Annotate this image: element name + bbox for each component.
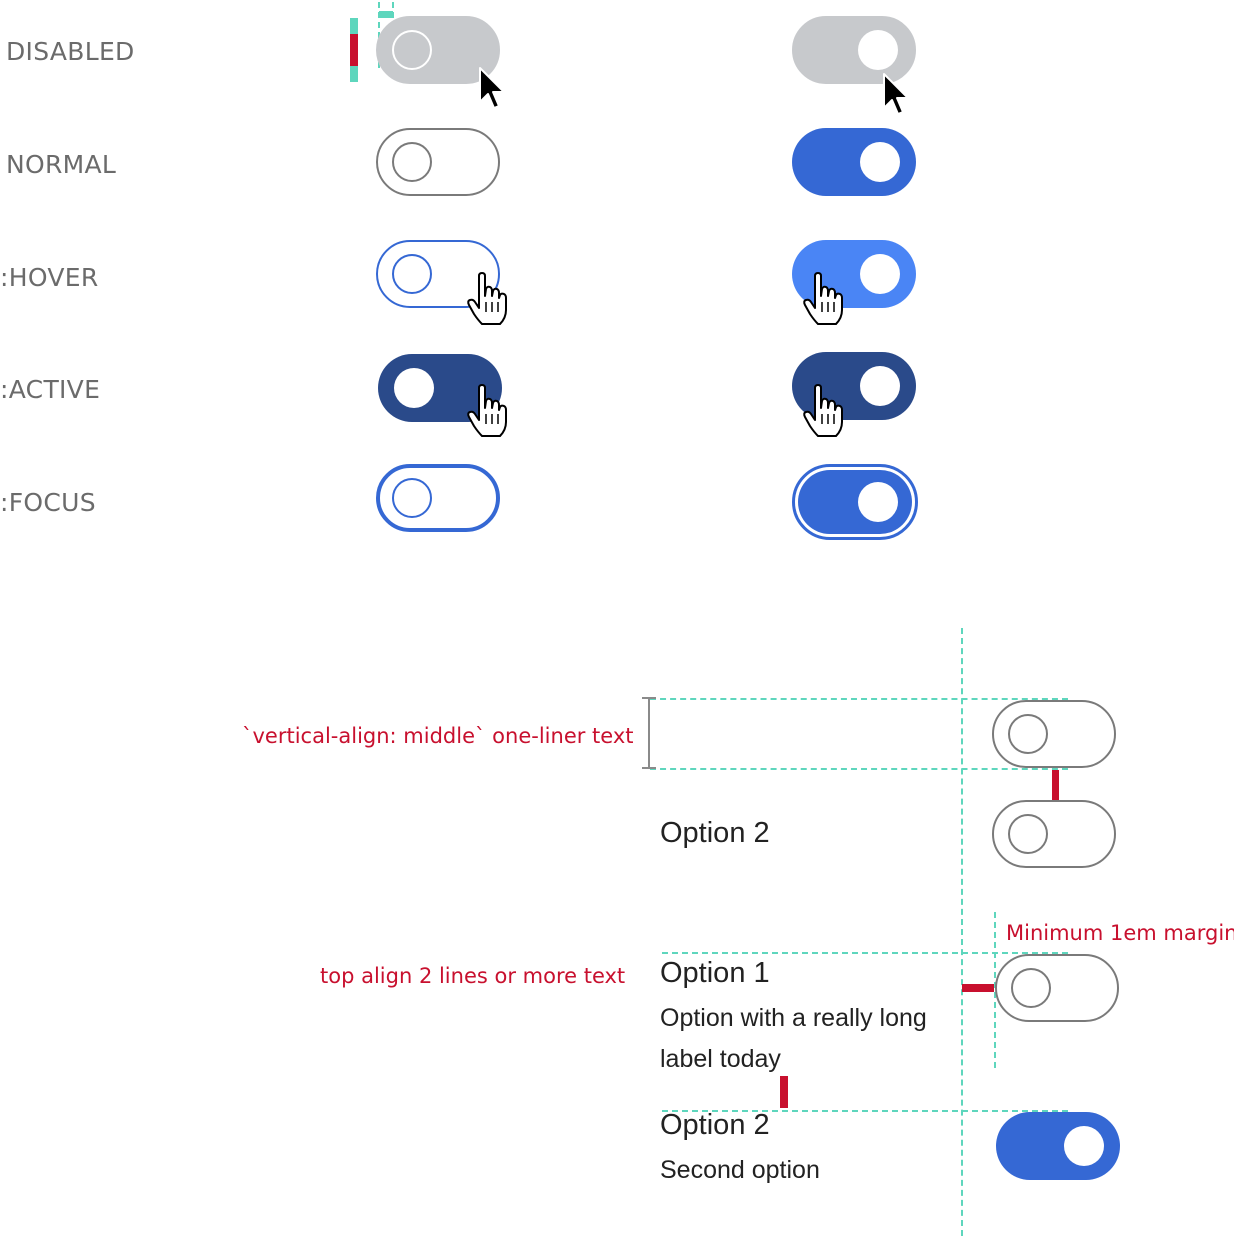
toggle-focus-on[interactable] — [792, 464, 918, 540]
annotation-middle-align: `vertical-align: middle` one-liner text — [242, 724, 634, 748]
spacing-marker — [1052, 770, 1059, 800]
guide-line-horizontal — [650, 698, 1068, 700]
toggle-hover-on[interactable] — [792, 240, 916, 308]
toggle-knob — [858, 482, 898, 522]
option-title: Option 2 — [660, 1109, 770, 1141]
toggle-knob — [1008, 814, 1048, 854]
arrow-cursor-icon — [479, 67, 505, 109]
example-toggle-off[interactable] — [995, 954, 1119, 1022]
option-description: Option with a really long label today — [660, 1004, 927, 1073]
option-title: Option 2 — [660, 817, 770, 849]
toggle-knob — [392, 142, 432, 182]
toggle-knob — [392, 478, 432, 518]
height-bracket-cap — [642, 697, 656, 699]
toggle-knob — [860, 254, 900, 294]
state-label-hover: :HOVER — [0, 263, 99, 292]
spacing-marker — [780, 1076, 788, 1108]
state-label-normal: NORMAL — [6, 150, 117, 179]
toggle-knob — [858, 30, 898, 70]
toggle-disabled-on[interactable] — [792, 16, 916, 84]
toggle-focus-off[interactable] — [376, 464, 500, 532]
toggle-knob — [1064, 1126, 1104, 1166]
toggle-knob — [1008, 714, 1048, 754]
hand-cursor-icon — [803, 272, 843, 325]
guide-line-horizontal — [662, 952, 1068, 954]
padding-marker-top — [379, 11, 393, 18]
guide-line-horizontal — [650, 768, 1068, 770]
arrow-cursor-icon — [883, 73, 909, 115]
toggle-knob — [394, 368, 434, 408]
state-label-focus: :FOCUS — [0, 488, 96, 517]
annotation-margin: Minimum 1em margin — [1006, 921, 1234, 945]
hand-cursor-icon — [803, 384, 843, 437]
height-bracket — [648, 698, 650, 768]
toggle-normal-off[interactable] — [376, 128, 500, 196]
toggle-knob — [1011, 968, 1051, 1008]
toggle-knob — [860, 142, 900, 182]
example-toggle-off[interactable] — [992, 800, 1116, 868]
annotation-top-align: top align 2 lines or more text — [320, 964, 626, 988]
toggle-active-on[interactable] — [792, 352, 916, 420]
toggle-knob — [392, 254, 432, 294]
toggle-focus-inner-track — [798, 470, 912, 534]
toggle-knob — [860, 366, 900, 406]
height-bracket-cap — [642, 767, 656, 769]
option-title: Option 1 — [660, 957, 770, 989]
state-label-active: :ACTIVE — [0, 375, 101, 404]
state-label-disabled: DISABLED — [6, 37, 135, 66]
padding-marker-red — [350, 34, 358, 66]
hand-cursor-icon — [467, 272, 507, 325]
option-description: Second option — [660, 1156, 820, 1184]
example-toggle-on[interactable] — [996, 1112, 1120, 1180]
margin-marker — [962, 984, 994, 992]
guide-line-horizontal — [662, 1110, 1068, 1112]
toggle-knob — [392, 30, 432, 70]
toggle-normal-on[interactable] — [792, 128, 916, 196]
guide-line-vertical — [961, 628, 963, 1236]
hand-cursor-icon — [467, 384, 507, 437]
example-toggle-off[interactable] — [992, 700, 1116, 768]
